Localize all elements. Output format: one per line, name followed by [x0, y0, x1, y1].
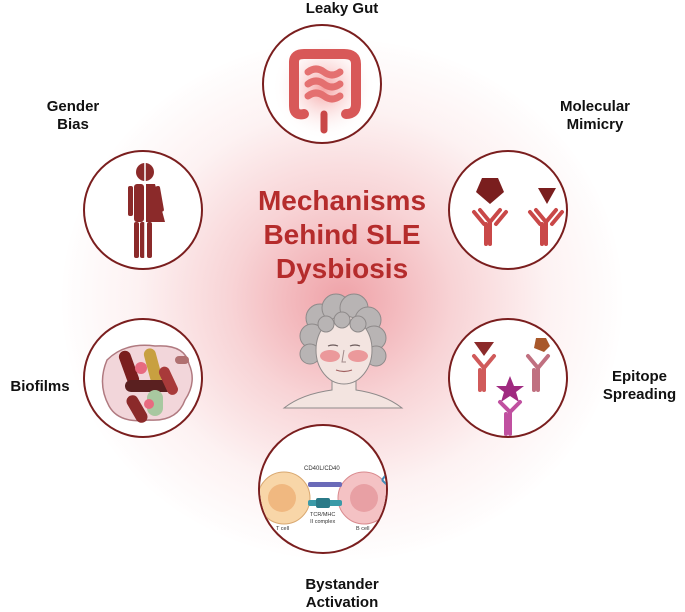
label-gender-bias: Gender Bias [28, 98, 118, 134]
title-line-1: Mechanisms [257, 185, 427, 216]
gender-bias-label-line-2: Bias [57, 116, 89, 133]
b-cell-label: B cell [356, 526, 370, 532]
molecular-mimicry-label-line-1: Molecular [559, 98, 631, 115]
gender-bias-label-line-1: Gender [46, 98, 100, 115]
biofilm-bacteria-icon [101, 344, 193, 423]
label-bystander-activation: Bystander Activation [262, 576, 422, 612]
epitope-spreading-label-line-2: Spreading [602, 386, 677, 403]
t-cell-b-cell-interaction-icon [260, 471, 386, 525]
bystander-activation-label-line-2: Activation [305, 594, 379, 611]
intestine-icon [272, 36, 376, 140]
molecular-mimicry-label-line-2: Mimicry [566, 116, 624, 133]
gender-icon [128, 162, 165, 260]
bystander-activation-label-line-1: Bystander [305, 576, 379, 593]
leaky-gut-circle [262, 24, 382, 144]
epitope-spreading-circle [448, 318, 568, 438]
title-line-3: Dysbiosis [275, 253, 409, 284]
bystander-activation-circle: CD40L/CD40 TCR/MHC II complex T cell B c… [258, 424, 388, 554]
biofilms-circle [83, 318, 203, 438]
tcr-mhc-label-line-2: II complex [310, 519, 336, 525]
leaky-gut-label-text: Leaky Gut [305, 0, 379, 17]
gender-bias-circle [83, 150, 203, 270]
tcr-mhc-label: TCR/MHC II complex [310, 512, 335, 526]
tcr-mhc-label-line-1: TCR/MHC [310, 512, 336, 518]
molecular-mimicry-circle [448, 150, 568, 270]
biofilms-label-text: Biofilms [10, 378, 70, 395]
diagram-title: Mechanisms Behind SLE Dysbiosis [192, 184, 492, 286]
label-leaky-gut: Leaky Gut [262, 0, 422, 18]
epitope-antibodies-icon [472, 338, 550, 436]
cd40-label: CD40L/CD40 [304, 466, 340, 472]
epitope-spreading-label-line-1: Epitope [612, 368, 667, 385]
title-line-2: Behind SLE [263, 219, 421, 250]
t-cell-label: T cell [276, 526, 290, 532]
label-molecular-mimicry: Molecular Mimicry [540, 98, 650, 134]
label-epitope-spreading: Epitope Spreading [594, 368, 685, 404]
antibody-antigen-icon [472, 178, 564, 246]
patient-face-icon [282, 293, 404, 409]
label-biofilms: Biofilms [0, 378, 80, 396]
